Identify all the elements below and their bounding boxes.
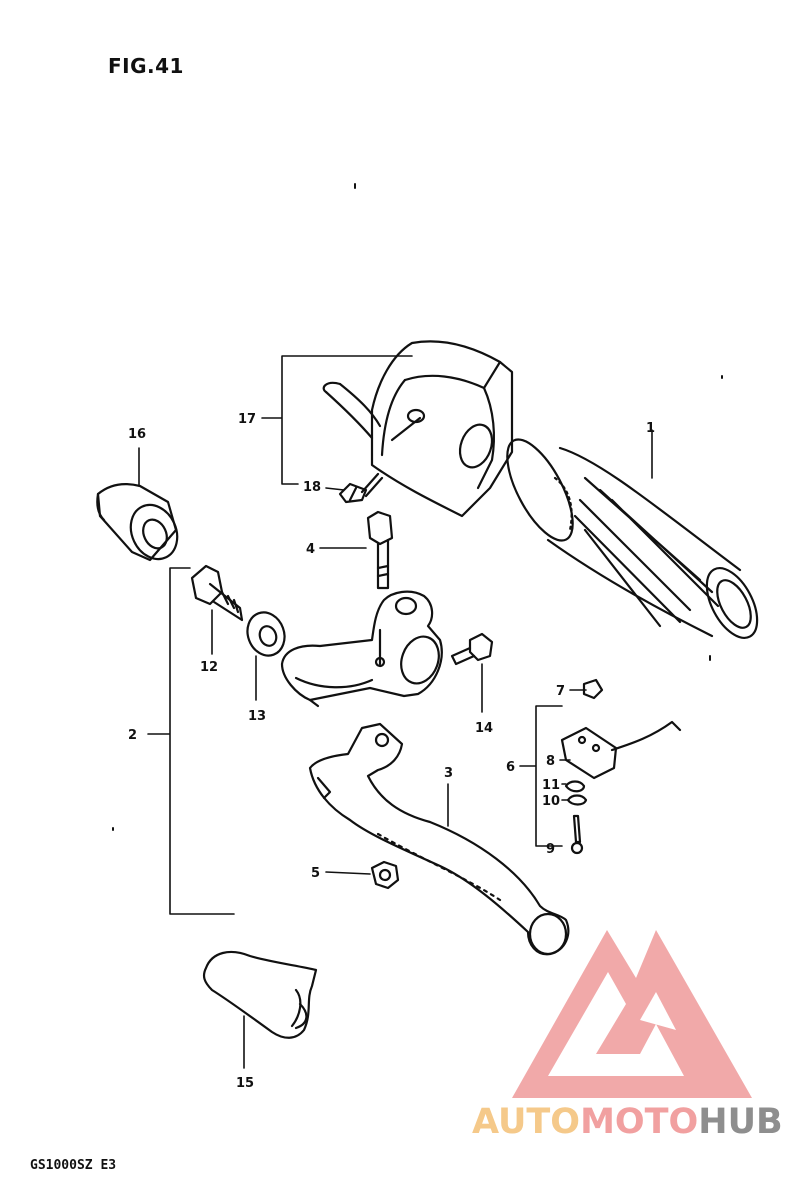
watermark-auto: AUTO: [472, 1102, 581, 1142]
print-specks: [112, 183, 723, 831]
pivot-bolt-part: [366, 510, 394, 590]
boot-part: [202, 950, 318, 1039]
clutch-lever-part: [308, 722, 570, 956]
housing-screw-part: [338, 472, 384, 504]
clutch-switch-part: [560, 678, 682, 855]
callout-8: 8: [546, 754, 555, 769]
watermark-hub: HUB: [698, 1102, 783, 1142]
figure-title: FIG.41: [108, 54, 184, 78]
callout-16: 16: [128, 427, 146, 442]
watermark-text: AUTOMOTOHUB: [472, 1102, 783, 1142]
watermark-logo: [512, 930, 752, 1098]
callout-10: 10: [542, 794, 560, 809]
locknut-part: [246, 611, 286, 657]
model-code: GS1000SZ E3: [30, 1158, 117, 1173]
callout-14: 14: [475, 721, 493, 736]
watermark-moto: MOTO: [580, 1102, 699, 1142]
cover-part: [96, 483, 179, 562]
callout-4: 4: [306, 542, 315, 557]
leader-lines: [138, 355, 653, 1069]
callout-12: 12: [200, 660, 218, 675]
callout-18: 18: [303, 480, 321, 495]
callout-7: 7: [556, 684, 565, 699]
callout-6: 6: [506, 760, 515, 775]
callout-11: 11: [542, 778, 560, 793]
callout-5: 5: [311, 866, 320, 881]
adjuster-part: [190, 564, 244, 622]
lever-holder-part: [280, 590, 443, 708]
callout-9: 9: [546, 842, 555, 857]
callout-15: 15: [236, 1076, 254, 1091]
callout-3: 3: [444, 766, 453, 781]
holder-screw-part: [450, 632, 494, 666]
switch-housing-part: [322, 340, 514, 518]
nut-part: [370, 860, 400, 890]
callout-1: 1: [646, 421, 655, 436]
callout-2: 2: [128, 728, 137, 743]
callout-13: 13: [248, 709, 266, 724]
handlebar-grip-part: [506, 438, 759, 639]
callout-17: 17: [238, 412, 256, 427]
